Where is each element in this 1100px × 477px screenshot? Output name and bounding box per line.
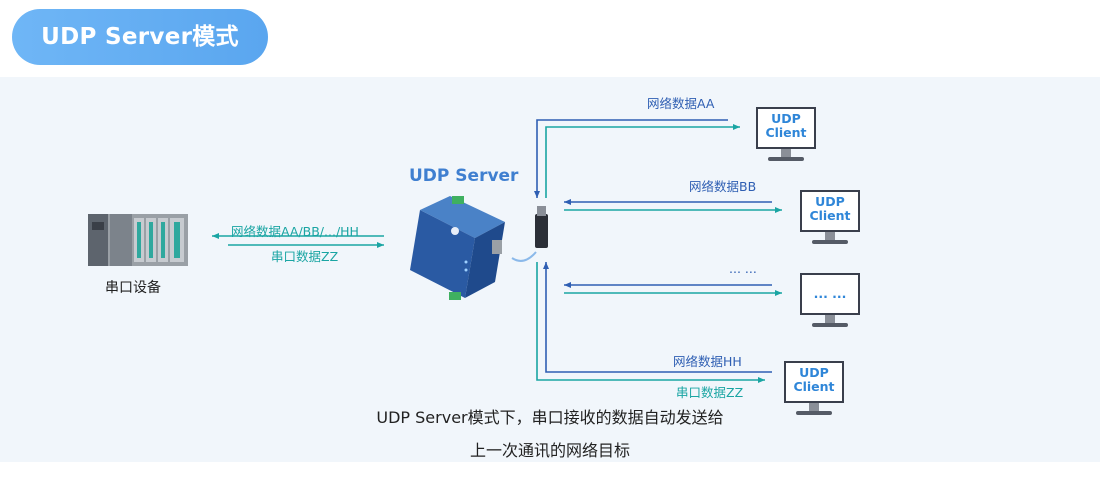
client-screen-text-line2: Client [793,379,835,394]
left-network-data-label: 网络数据AA/BB/.../HH [231,224,359,239]
monitor-icon: ... ... [800,273,860,315]
client1-network-data-label: 网络数据AA [647,96,715,111]
caption-line-1: UDP Server模式下，串口接收的数据自动发送给 [376,408,724,427]
client3-screen-text: ... ... [813,286,847,301]
client-screen-text-line1: UDP [799,365,829,380]
diagram-panel [0,77,1100,462]
udp-server-title: UDP Server [409,166,519,186]
client4-network-data-label: 网络数据HH [673,354,742,369]
caption-line-2: 上一次通讯的网络目标 [469,441,630,460]
serial-device-icon [88,214,188,266]
udp-client-3: ... ... [800,273,908,339]
client2-network-data-label: 网络数据BB [689,179,757,194]
client4-serial-data-label: 串口数据ZZ [676,385,744,400]
udp-server-device-icon [410,196,505,300]
client-screen-text-line1: UDP [771,111,801,126]
client-screen-text-line1: UDP [815,194,845,209]
mode-title-badge: UDP Server模式 [12,9,268,65]
serial-device-label: 串口设备 [105,280,161,296]
left-serial-data-label: 串口数据ZZ [271,249,339,264]
client-screen-text-line2: Client [765,125,807,140]
client-screen-text-line2: Client [809,208,851,223]
client3-network-data-label: ... ... [729,261,757,276]
network-cable-icon [511,206,548,262]
